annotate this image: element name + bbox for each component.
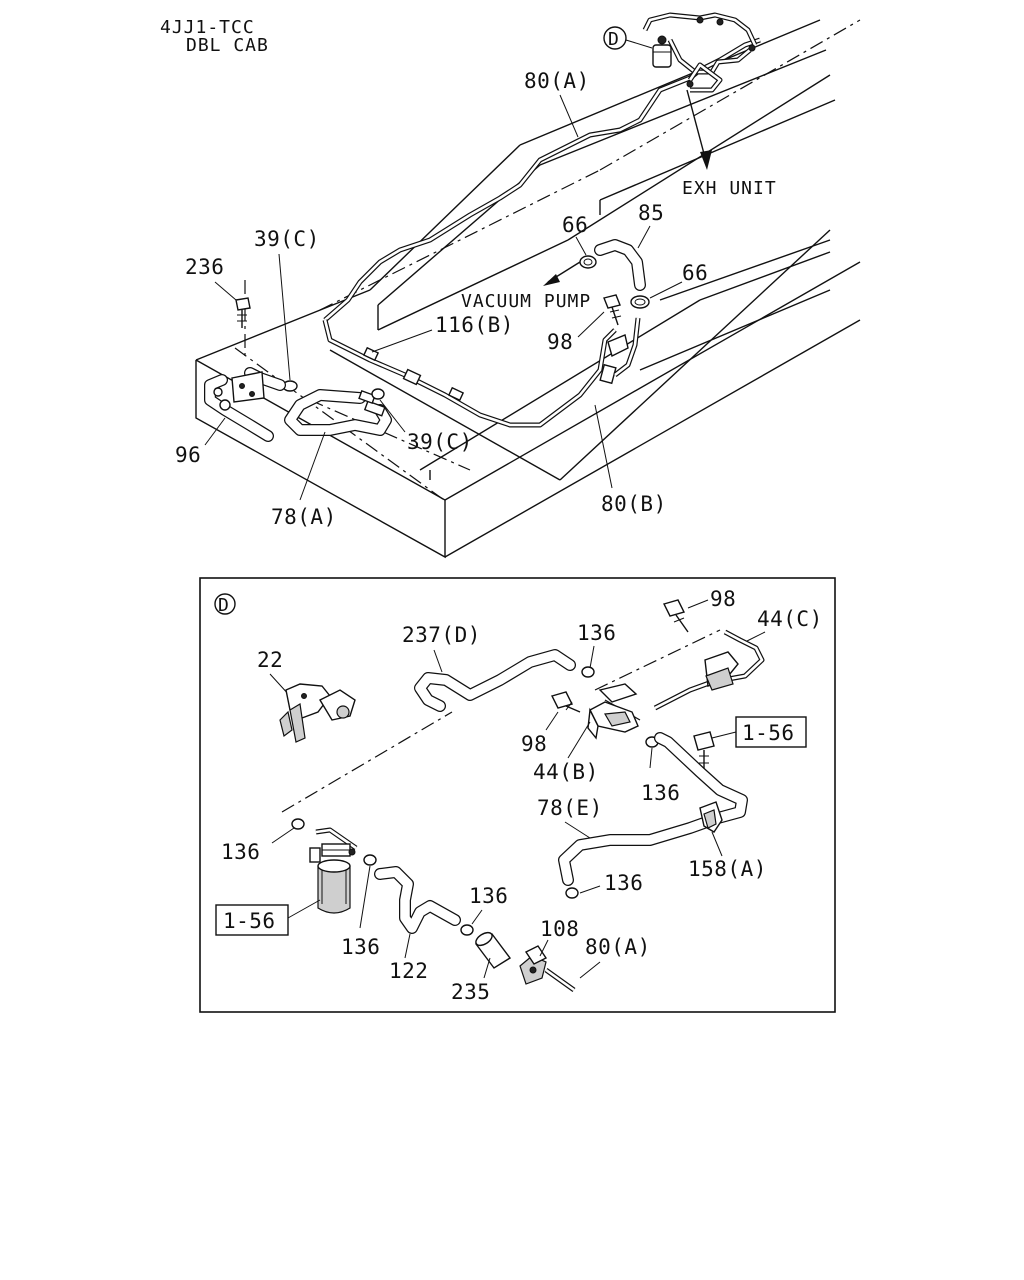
clip-158a (699, 801, 723, 833)
vehicle-frame (195, 19, 861, 559)
bolt-98-left (550, 691, 581, 713)
label-236: 236 (185, 255, 224, 279)
exh-unit-assembly (642, 12, 758, 93)
detail-d-marker[interactable]: D (603, 26, 653, 50)
label-exh-unit: EXH UNIT (682, 178, 777, 199)
clip-66-right (630, 295, 650, 309)
cab-type: DBL CAB (186, 35, 269, 56)
label-158a: 158(A) (688, 857, 767, 881)
label-78e: 78(E) (537, 796, 603, 820)
ref-1-56-right-label: 1-56 (742, 721, 795, 745)
label-108: 108 (540, 917, 579, 941)
label-80a-detail: 80(A) (585, 935, 651, 959)
label-235: 235 (451, 980, 490, 1004)
label-44b: 44(B) (533, 760, 599, 784)
vacuum-tank (309, 827, 358, 914)
ref-1-56-right[interactable]: 1-56 (735, 716, 807, 748)
label-116b: 116(B) (435, 313, 514, 337)
label-237d: 237(D) (402, 623, 481, 647)
hose-235 (474, 931, 512, 969)
label-136-left: 136 (221, 840, 260, 864)
label-136-top: 136 (577, 621, 616, 645)
label-44c: 44(C) (757, 607, 823, 631)
ref-1-56-left-label: 1-56 (223, 909, 276, 933)
clip-136-top (581, 666, 595, 678)
label-98-top: 98 (710, 587, 736, 611)
label-98-upper: 98 (547, 330, 573, 354)
detail-d-corner-marker: D (214, 593, 236, 616)
hose-78a (284, 389, 392, 436)
bolt-98-top (662, 599, 689, 633)
label-136-mid: 136 (641, 781, 680, 805)
label-vacuum-pump: VACUUM PUMP (461, 291, 591, 312)
bracket-44b (587, 683, 639, 740)
pipe-80a-detail (544, 967, 576, 993)
clip-136-center (460, 924, 474, 936)
hose-237d (414, 649, 576, 712)
pipe-80a-route (322, 37, 761, 428)
label-39c-bottom: 39(C) (407, 430, 473, 454)
clip-39c-bottom (371, 388, 385, 400)
ref-1-56-left[interactable]: 1-56 (215, 904, 289, 936)
label-136-lower: 136 (341, 935, 380, 959)
label-66-right: 66 (682, 261, 708, 285)
label-80b: 80(B) (601, 492, 667, 516)
detail-d-frame (199, 577, 836, 1013)
pipe-44c (653, 629, 765, 711)
bolt-236 (235, 297, 251, 328)
label-98-left: 98 (521, 732, 547, 756)
bracket-22 (279, 683, 356, 743)
bolt-98-upper (603, 294, 629, 358)
pipe-96-assembly (204, 367, 286, 442)
detail-d-corner-label: D (218, 595, 230, 616)
clamp-108 (519, 945, 548, 985)
label-136-center: 136 (469, 884, 508, 908)
label-22: 22 (257, 648, 283, 672)
label-78a: 78(A) (271, 505, 337, 529)
label-66-upper: 66 (562, 213, 588, 237)
clip-136-lower (363, 854, 377, 866)
label-122: 122 (389, 959, 428, 983)
clip-66-upper (579, 255, 597, 269)
clip-136-left (291, 818, 305, 830)
label-80a-upper: 80(A) (524, 69, 590, 93)
label-136-bottom-right: 136 (604, 871, 643, 895)
hose-122 (374, 866, 461, 934)
hose-85 (594, 239, 646, 291)
label-39c-top: 39(C) (254, 227, 320, 251)
detail-d-marker-label: D (608, 29, 620, 50)
model-code: 4JJ1-TCC (160, 17, 255, 38)
label-85: 85 (638, 201, 664, 225)
label-96: 96 (175, 443, 201, 467)
clip-136-bottom-right (565, 887, 579, 899)
